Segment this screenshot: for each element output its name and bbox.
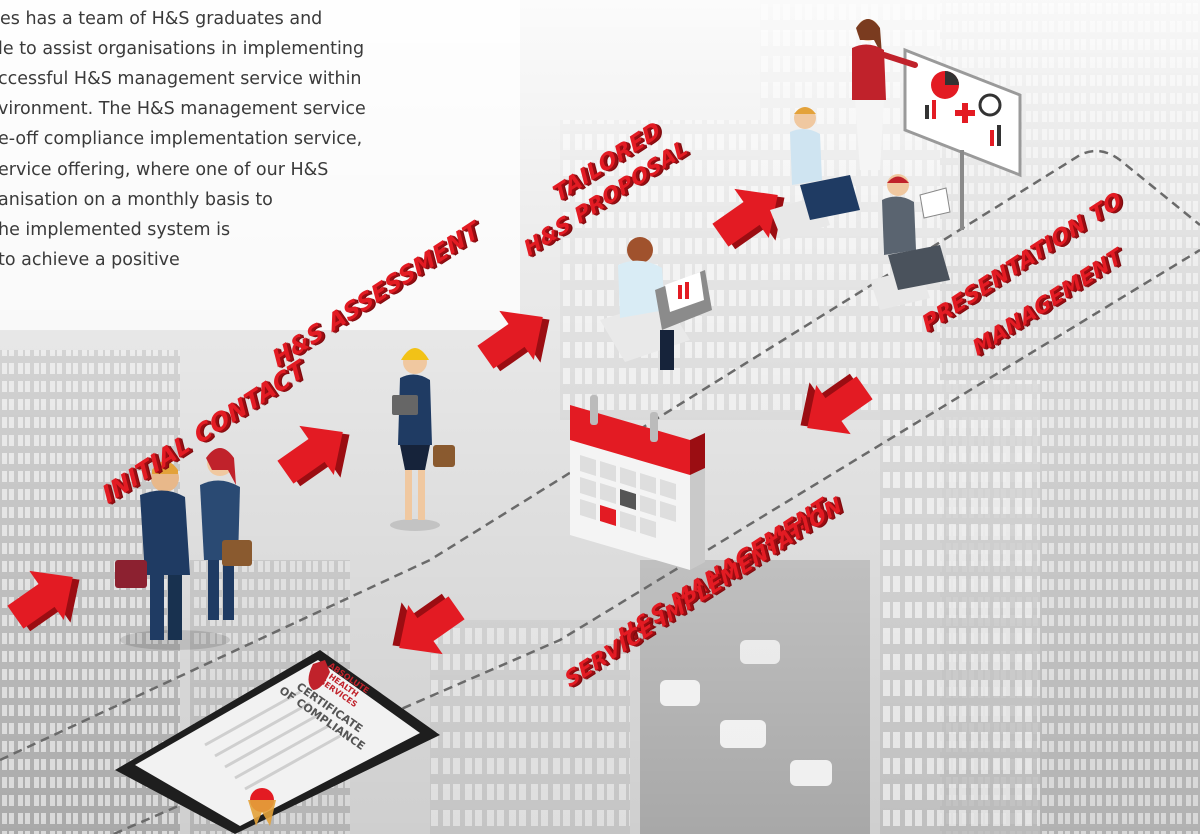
arrow-2 xyxy=(277,425,350,487)
arrow-4 xyxy=(712,188,785,250)
handshake-figures xyxy=(115,448,252,650)
flow-arrows xyxy=(7,188,873,655)
arrow-3 xyxy=(477,310,550,372)
intro-line-4: vironment. The H&S management service xyxy=(0,99,366,119)
intro-line-6: ervice offering, where one of our H&S xyxy=(0,160,329,180)
arrow-5 xyxy=(800,373,873,435)
arrow-6 xyxy=(392,593,465,655)
laptop-figure xyxy=(600,237,712,370)
arrow-1 xyxy=(7,570,80,632)
engineer-figure xyxy=(390,348,455,531)
intro-line-2: le to assist organisations in implementi… xyxy=(0,39,365,59)
intro-line-3: ccessful H&S management service within xyxy=(0,69,362,89)
intro-line-5: e-off compliance implementation service, xyxy=(0,129,363,149)
calendar-icon xyxy=(570,395,705,570)
intro-line-8: he implemented system is xyxy=(0,220,231,240)
text-panel xyxy=(0,0,520,330)
intro-line-1: es has a team of H&S graduates and xyxy=(0,9,323,29)
certificate-document xyxy=(115,650,440,834)
intro-line-7: anisation on a monthly basis to xyxy=(0,190,273,210)
presentation-figures xyxy=(770,19,1022,310)
intro-line-9: to achieve a positive xyxy=(0,250,180,270)
